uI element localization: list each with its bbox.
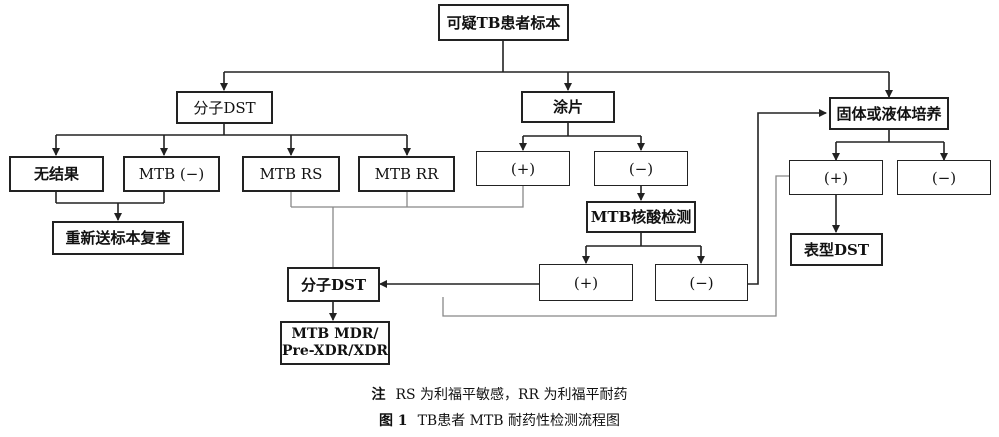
- figure-label: 图 1: [378, 413, 408, 429]
- node-mtb-rr: MTB RR: [358, 156, 455, 192]
- connector-line: [442, 175, 789, 317]
- node-smear-negative: (−): [594, 151, 688, 186]
- node-smear: 涂片: [521, 91, 615, 123]
- node-phenotypic-dst: 表型DST: [790, 233, 883, 266]
- node-molecular-dst: 分子DST: [176, 91, 273, 124]
- figure-title: TB患者 MTB 耐药性检测流程图: [417, 413, 621, 429]
- node-mtb-negative: MTB (−): [123, 156, 220, 192]
- node-resubmit-specimen: 重新送标本复查: [52, 221, 184, 255]
- note-label: 注: [371, 387, 386, 403]
- node-nucleic-negative: (−): [655, 264, 748, 301]
- node-culture-positive: (+): [789, 160, 883, 195]
- node-no-result: 无结果: [9, 156, 104, 192]
- node-mtb-rs: MTB RS: [242, 156, 340, 192]
- note-text: RS 为利福平敏感，RR 为利福平耐药: [395, 387, 628, 403]
- node-suspected-tb-specimen: 可疑TB患者标本: [438, 4, 569, 41]
- connector-line: [291, 186, 524, 208]
- figure-caption: 图 1 TB患者 MTB 耐药性检测流程图: [0, 410, 999, 430]
- node-culture: 固体或液体培养: [829, 97, 949, 130]
- note-caption: 注 RS 为利福平敏感，RR 为利福平耐药: [0, 384, 999, 404]
- node-molecular-dst-2: 分子DST: [287, 267, 380, 302]
- connector-line: [748, 109, 827, 285]
- node-smear-positive: (+): [476, 151, 570, 186]
- node-nucleic-positive: (+): [539, 264, 633, 301]
- node-culture-negative: (−): [897, 160, 991, 195]
- node-mtb-nucleic-acid-test: MTB核酸检测: [586, 201, 696, 233]
- node-mdr-result: MTB MDR/ Pre-XDR/XDR: [280, 321, 390, 365]
